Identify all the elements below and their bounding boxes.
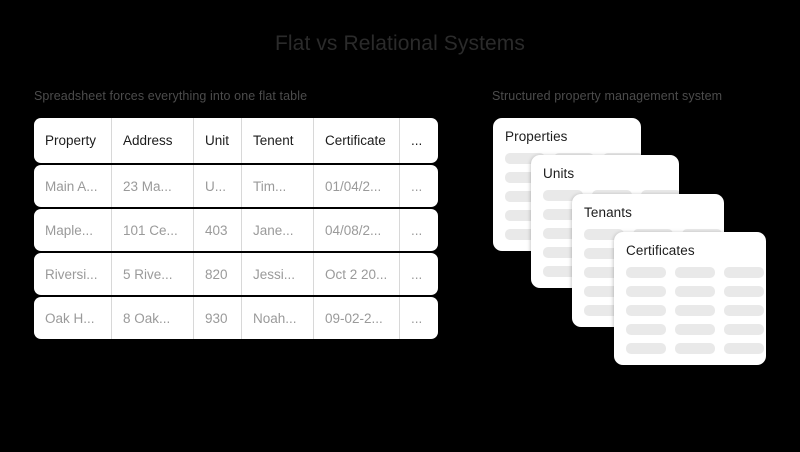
table-cell: Main A... bbox=[34, 165, 112, 207]
placeholder-pill bbox=[626, 305, 666, 316]
table-cell-overflow: ... bbox=[411, 178, 423, 194]
entity-card-title: Units bbox=[543, 166, 575, 181]
placeholder-pill bbox=[505, 172, 545, 183]
placeholder-pill bbox=[626, 286, 666, 297]
table-cell-overflow: ... bbox=[411, 310, 423, 326]
placeholder-row bbox=[626, 324, 764, 335]
entity-card-certificates: Certificates bbox=[614, 232, 766, 365]
table-cell: Tim... bbox=[242, 165, 314, 207]
flat-table: Property Address Unit Tenent Certificate… bbox=[34, 118, 438, 339]
table-column-header: Certificate bbox=[314, 118, 400, 163]
table-cell: Noah... bbox=[242, 297, 314, 339]
table-row: Maple... 101 Ce... 403 Jane... 04/08/2..… bbox=[34, 209, 438, 251]
table-cell-overflow: ... bbox=[411, 222, 423, 238]
placeholder-pill bbox=[724, 324, 764, 335]
entity-card-title: Properties bbox=[505, 129, 568, 144]
placeholder-pill bbox=[626, 324, 666, 335]
placeholder-pill bbox=[584, 286, 624, 297]
table-cell: 09-02-2... bbox=[314, 297, 400, 339]
placeholder-pill bbox=[675, 343, 715, 354]
table-column-header: Tenent bbox=[242, 118, 314, 163]
placeholder-pill bbox=[505, 210, 545, 221]
table-cell: 8 Oak... bbox=[112, 297, 194, 339]
placeholder-pill bbox=[724, 267, 764, 278]
table-column-header: Address bbox=[112, 118, 194, 163]
placeholder-pill bbox=[626, 343, 666, 354]
placeholder-pill bbox=[724, 305, 764, 316]
placeholder-pill bbox=[505, 229, 545, 240]
table-cell: 5 Rive... bbox=[112, 253, 194, 295]
table-cell: 04/08/2... bbox=[314, 209, 400, 251]
table-cell: 101 Ce... bbox=[112, 209, 194, 251]
table-row: Main A... 23 Ma... U... Tim... 01/04/2..… bbox=[34, 165, 438, 207]
placeholder-pill bbox=[675, 267, 715, 278]
placeholder-pill bbox=[675, 286, 715, 297]
page-title: Flat vs Relational Systems bbox=[274, 32, 526, 55]
entity-card-stack: Properties Units Tenants Certifi bbox=[492, 114, 772, 365]
table-cell: 820 bbox=[194, 253, 242, 295]
left-panel-caption: Spreadsheet forces everything into one f… bbox=[34, 89, 308, 103]
entity-card-title: Tenants bbox=[584, 205, 632, 220]
placeholder-pill bbox=[584, 305, 624, 316]
placeholder-row bbox=[626, 286, 764, 297]
table-cell: 23 Ma... bbox=[112, 165, 194, 207]
table-cell-overflow: ... bbox=[411, 266, 423, 282]
placeholder-pill bbox=[543, 228, 583, 239]
table-cell: U... bbox=[194, 165, 242, 207]
table-cell: Jessi... bbox=[242, 253, 314, 295]
table-cell: Riversi... bbox=[34, 253, 112, 295]
placeholder-pill bbox=[505, 191, 545, 202]
table-column-header: Unit bbox=[194, 118, 242, 163]
table-cell: Oct 2 20... bbox=[314, 253, 400, 295]
table-column-header-overflow: ... bbox=[411, 133, 423, 148]
table-cell: Jane... bbox=[242, 209, 314, 251]
placeholder-pill bbox=[584, 229, 624, 240]
placeholder-pill bbox=[543, 209, 583, 220]
table-header-row: Property Address Unit Tenent Certificate… bbox=[34, 118, 438, 163]
right-panel-caption: Structured property management system bbox=[492, 89, 723, 103]
placeholder-pill bbox=[543, 247, 583, 258]
table-cell: Oak H... bbox=[34, 297, 112, 339]
placeholder-pill bbox=[724, 286, 764, 297]
placeholder-pill bbox=[584, 248, 624, 259]
table-cell: 930 bbox=[194, 297, 242, 339]
table-row: Oak H... 8 Oak... 930 Noah... 09-02-2...… bbox=[34, 297, 438, 339]
placeholder-pill bbox=[724, 343, 764, 354]
placeholder-row bbox=[626, 305, 764, 316]
placeholder-pill bbox=[543, 190, 583, 201]
placeholder-pill bbox=[626, 267, 666, 278]
table-column-header: Property bbox=[34, 118, 112, 163]
table-cell: 403 bbox=[194, 209, 242, 251]
placeholder-pill bbox=[584, 267, 624, 278]
table-cell: Maple... bbox=[34, 209, 112, 251]
placeholder-pill bbox=[675, 305, 715, 316]
placeholder-row bbox=[626, 267, 764, 278]
placeholder-row bbox=[626, 343, 764, 354]
placeholder-pill bbox=[505, 153, 545, 164]
placeholder-pill bbox=[543, 266, 583, 277]
placeholder-rows bbox=[626, 267, 764, 354]
table-row: Riversi... 5 Rive... 820 Jessi... Oct 2 … bbox=[34, 253, 438, 295]
placeholder-pill bbox=[675, 324, 715, 335]
table-cell: 01/04/2... bbox=[314, 165, 400, 207]
entity-card-title: Certificates bbox=[626, 243, 695, 258]
